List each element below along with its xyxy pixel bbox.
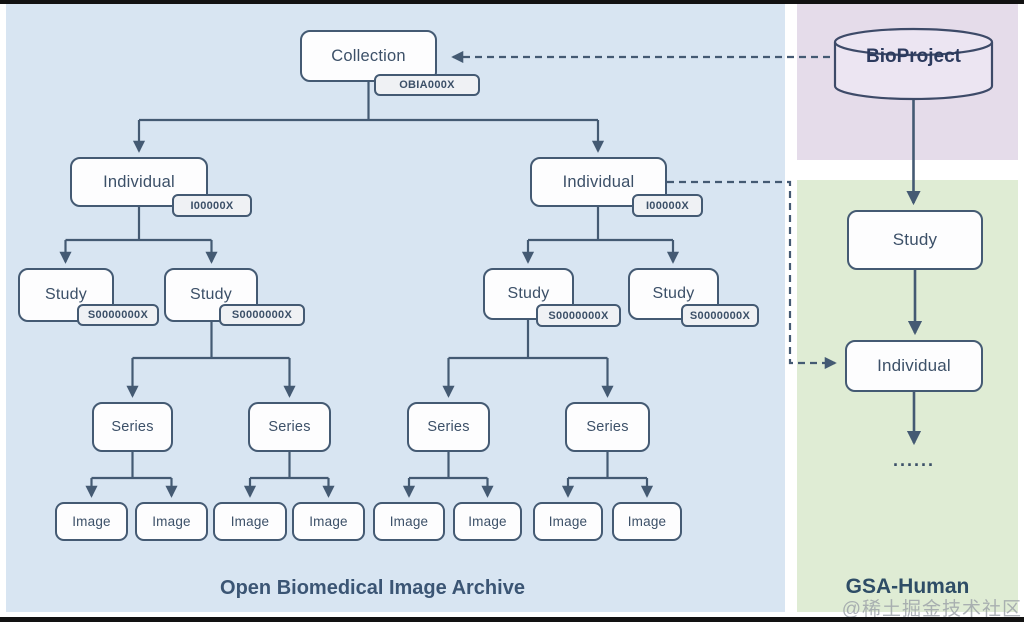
gsa-study-node: Study: [847, 210, 983, 270]
study-accession-tag-3: S0000000X: [536, 304, 621, 327]
watermark: @稀土掘金技术社区: [841, 599, 1022, 620]
study-node-3: Study: [483, 268, 574, 320]
series-node-3: Series: [407, 402, 490, 452]
study-node-4: Study: [628, 268, 719, 320]
edge-individual2-to-gsa-individual: [667, 180, 837, 370]
bottom-border-bar: [0, 617, 1024, 622]
gsa-title: GSA-Human: [845, 575, 970, 598]
edge-study3-trunk: [448, 320, 608, 360]
gsa-individual-node: Individual: [845, 340, 983, 392]
series-node-4: Series: [565, 402, 650, 452]
series-node-1: Series: [92, 402, 173, 452]
study-accession-tag-2: S0000000X: [219, 304, 305, 326]
collection-node: Collection: [300, 30, 437, 82]
image-node-3: Image: [213, 502, 287, 541]
gsa-ellipsis: ......: [892, 450, 935, 470]
edge-series4-trunk: [568, 452, 647, 480]
top-border-bar: [0, 0, 1024, 4]
image-node-5: Image: [373, 502, 445, 541]
image-node-8: Image: [612, 502, 682, 541]
collection-accession-tag: OBIA000X: [374, 74, 480, 96]
image-node-2: Image: [135, 502, 208, 541]
individual-accession-tag-2: I00000X: [632, 194, 703, 217]
edge-series1-trunk: [91, 452, 172, 480]
study-accession-tag-1: S0000000X: [77, 304, 159, 326]
study-node-1: Study: [18, 268, 114, 322]
edge-individual1-trunk: [65, 207, 212, 242]
edge-series3-trunk: [409, 452, 488, 480]
edge-collection-trunk: [139, 82, 598, 122]
bioproject-label: BioProject: [865, 46, 962, 67]
obia-title: Open Biomedical Image Archive: [220, 577, 525, 599]
bioproject-cylinder: [833, 27, 994, 101]
series-node-2: Series: [248, 402, 331, 452]
edge-individual2-trunk: [528, 207, 673, 242]
edge-study2-trunk: [132, 322, 290, 360]
image-node-7: Image: [533, 502, 603, 541]
individual-accession-tag-1: I00000X: [172, 194, 252, 217]
image-node-6: Image: [453, 502, 522, 541]
edge-series2-trunk: [250, 452, 329, 480]
image-node-1: Image: [55, 502, 128, 541]
study-accession-tag-4: S0000000X: [681, 304, 759, 327]
image-node-4: Image: [292, 502, 365, 541]
